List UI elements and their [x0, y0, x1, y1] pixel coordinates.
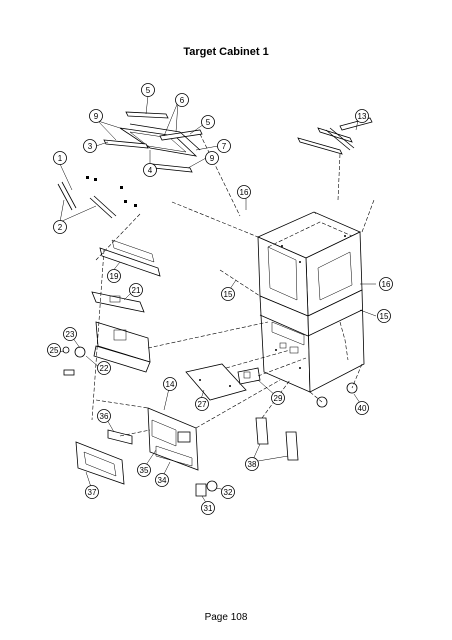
- callout-34: 34: [155, 473, 169, 487]
- callout-14: 14: [163, 377, 177, 391]
- callout-15b: 15: [377, 309, 391, 323]
- callout-1: 1: [53, 151, 67, 165]
- callout-label: 5: [146, 86, 151, 95]
- callout-label: 36: [100, 412, 109, 421]
- plate-27: [185, 363, 247, 401]
- callout-6: 6: [175, 93, 189, 107]
- bracket-21: [91, 291, 145, 313]
- callout-32: 32: [221, 485, 235, 499]
- callout-label: 14: [166, 380, 175, 389]
- cabinet-upper-box: [257, 211, 363, 317]
- callout-label: 40: [358, 404, 367, 413]
- callout-label: 3: [88, 142, 93, 151]
- callout-label: 4: [148, 166, 153, 175]
- callout-16a: 16: [237, 185, 251, 199]
- bracket-19: [99, 239, 161, 277]
- callout-label: 37: [88, 488, 97, 497]
- callout-label: 31: [204, 504, 213, 513]
- foot-40: [316, 382, 358, 408]
- callout-label: 29: [274, 394, 283, 403]
- callout-label: 27: [198, 400, 207, 409]
- callout-7: 7: [217, 139, 231, 153]
- callout-3: 3: [83, 139, 97, 153]
- callout-36: 36: [97, 409, 111, 423]
- callout-label: 16: [240, 188, 249, 197]
- callout-label: 34: [158, 476, 167, 485]
- callout-19: 19: [107, 269, 121, 283]
- callout-label: 1: [58, 154, 63, 163]
- callout-15a: 15: [221, 287, 235, 301]
- callout-5a: 5: [141, 83, 155, 97]
- callout-label: 9: [210, 154, 215, 163]
- callout-4: 4: [143, 163, 157, 177]
- callout-label: 15: [224, 290, 233, 299]
- callout-16b: 16: [379, 277, 393, 291]
- callout-label: 19: [110, 272, 119, 281]
- callout-37: 37: [85, 485, 99, 499]
- callout-label: 38: [248, 460, 257, 469]
- top-right-bars: [297, 117, 373, 155]
- channels-38: [255, 417, 299, 461]
- bracket-37: [75, 441, 125, 485]
- plate-36: [107, 429, 133, 445]
- front-panel: [147, 407, 199, 471]
- top-panels-assembly: [103, 111, 203, 173]
- callout-5b: 5: [201, 115, 215, 129]
- callout-9a: 9: [89, 109, 103, 123]
- callout-label: 22: [100, 364, 109, 373]
- callout-label: 13: [358, 112, 367, 121]
- bracket-29: [237, 367, 261, 385]
- callout-31: 31: [201, 501, 215, 515]
- callout-label: 35: [140, 466, 149, 475]
- callout-label: 16: [382, 280, 391, 289]
- callout-label: 32: [224, 488, 233, 497]
- callout-21: 21: [129, 283, 143, 297]
- callout-2: 2: [53, 220, 67, 234]
- callout-label: 6: [180, 96, 185, 105]
- page-title: Target Cabinet 1: [183, 46, 269, 58]
- callout-22: 22: [97, 361, 111, 375]
- callout-27: 27: [195, 397, 209, 411]
- switch-housing: [62, 321, 151, 376]
- callout-29: 29: [271, 391, 285, 405]
- callout-label: 21: [132, 286, 141, 295]
- callout-23: 23: [63, 327, 77, 341]
- callout-38: 38: [245, 457, 259, 471]
- callout-9b: 9: [205, 151, 219, 165]
- parts-31-32: [195, 480, 218, 497]
- callout-13: 13: [355, 109, 369, 123]
- page-number: Page 108: [204, 612, 248, 623]
- callout-40: 40: [355, 401, 369, 415]
- callout-label: 7: [222, 142, 227, 151]
- callout-25: 25: [47, 343, 61, 357]
- callout-35: 35: [137, 463, 151, 477]
- callout-label: 2: [58, 223, 63, 232]
- cabinet-lower-box: [259, 289, 365, 393]
- left-brackets: [57, 176, 137, 219]
- callout-label: 9: [94, 112, 99, 121]
- assembly-lines: [91, 133, 375, 437]
- callout-label: 25: [50, 346, 59, 355]
- callout-label: 23: [66, 330, 75, 339]
- callout-label: 5: [206, 118, 211, 127]
- callout-label: 15: [380, 312, 389, 321]
